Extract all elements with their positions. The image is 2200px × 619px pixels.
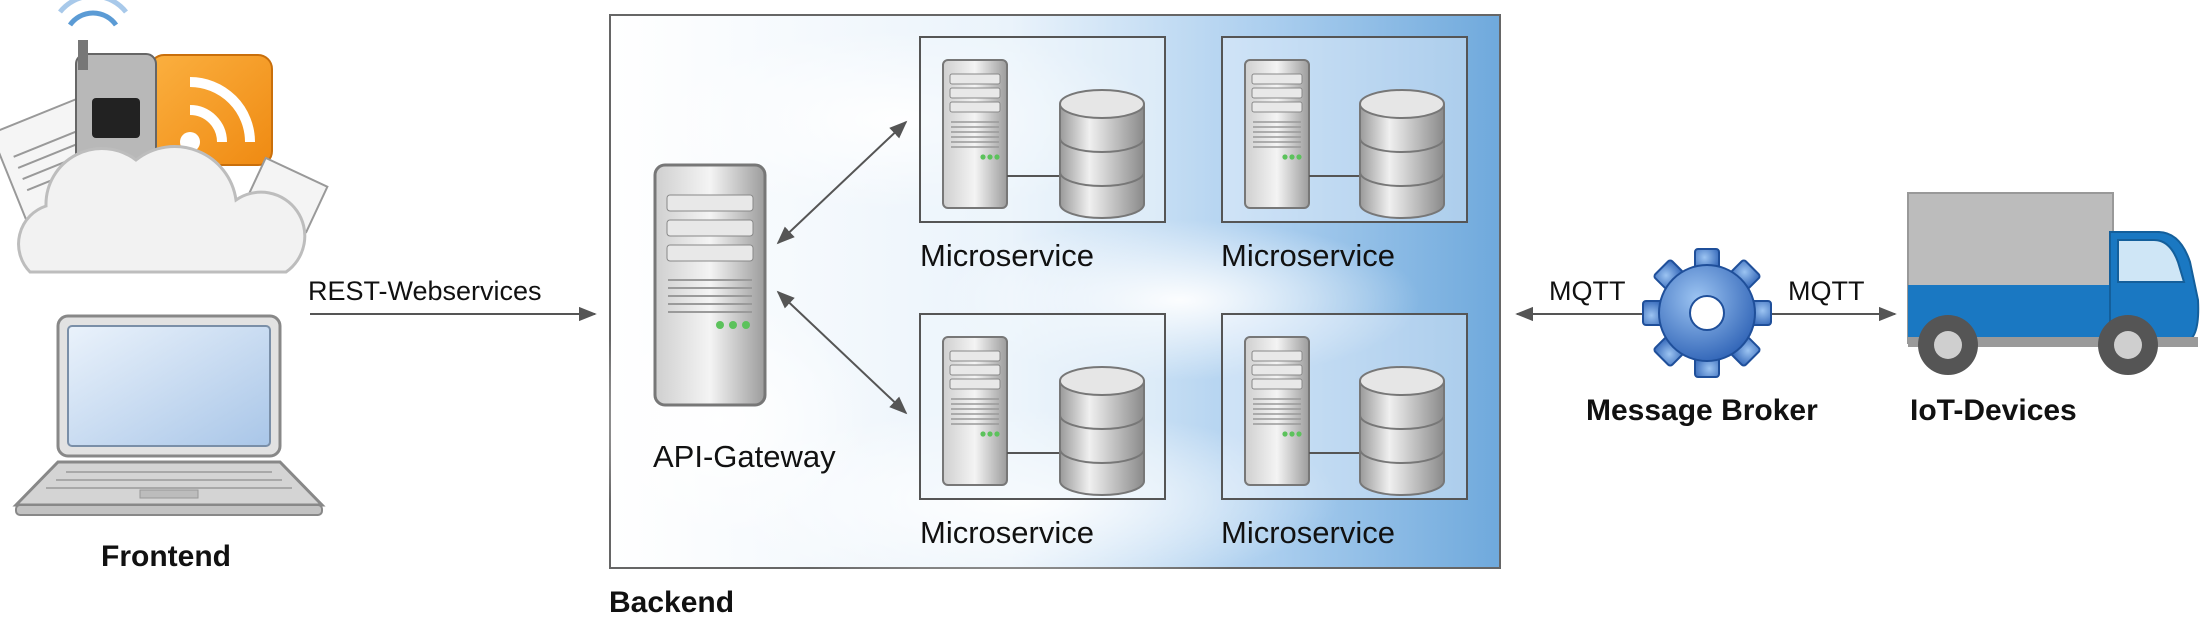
- frontend-label: Frontend: [101, 540, 231, 573]
- gateway-arrow-top: [776, 120, 908, 245]
- iot-devices-label: IoT-Devices: [1910, 394, 2077, 427]
- microservice-label-2: Microservice: [1221, 238, 1395, 273]
- cloud-services-icon: [0, 0, 329, 274]
- truck-icon: [1907, 192, 2200, 375]
- laptop-icon: [12, 314, 326, 516]
- microservice-label-1: Microservice: [920, 238, 1094, 273]
- backend-label: Backend: [609, 586, 735, 619]
- mqtt-left-label: MQTT: [1549, 276, 1626, 306]
- gear-icon: [1642, 248, 1772, 378]
- rest-webservices-label: REST-Webservices: [308, 276, 542, 306]
- mqtt-right-label: MQTT: [1788, 276, 1865, 306]
- message-broker-label: Message Broker: [1586, 394, 1818, 427]
- api-gateway-server-icon: [653, 163, 767, 407]
- microservice-label-4: Microservice: [1221, 515, 1395, 550]
- microservice-box-4: [1221, 313, 1468, 500]
- microservice-label-3: Microservice: [920, 515, 1094, 550]
- microservice-box-1: [919, 36, 1166, 223]
- microservice-box-3: [919, 313, 1166, 500]
- gateway-arrow-bottom: [776, 290, 908, 415]
- microservice-box-2: [1221, 36, 1468, 223]
- api-gateway-label: API-Gateway: [653, 439, 836, 474]
